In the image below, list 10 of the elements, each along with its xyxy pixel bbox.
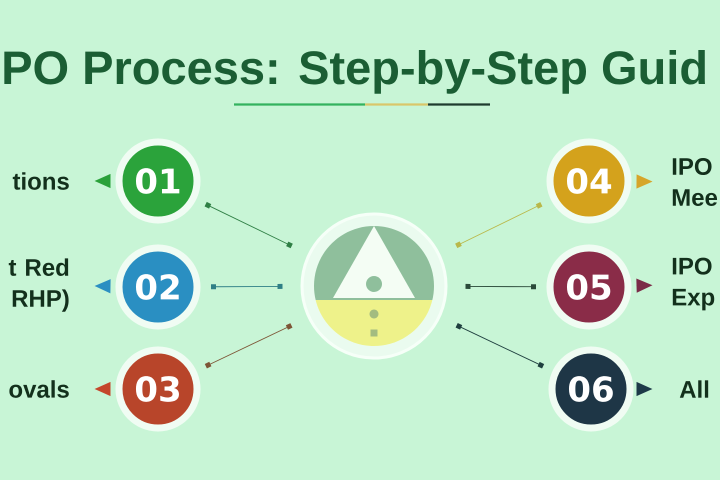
connector-line [211, 284, 283, 290]
step-label: t Red RHP) [8, 258, 69, 312]
connector-line [466, 284, 536, 290]
step-label: ovals [9, 380, 69, 398]
step-label: IPO Exp [672, 258, 714, 310]
step-label: All [680, 380, 708, 398]
connector-line [204, 323, 292, 368]
title: PO Process: Step-by-Step Guid [4, 50, 705, 94]
step-label: tions [12, 172, 69, 190]
step-label: IPO Mee [672, 158, 718, 206]
